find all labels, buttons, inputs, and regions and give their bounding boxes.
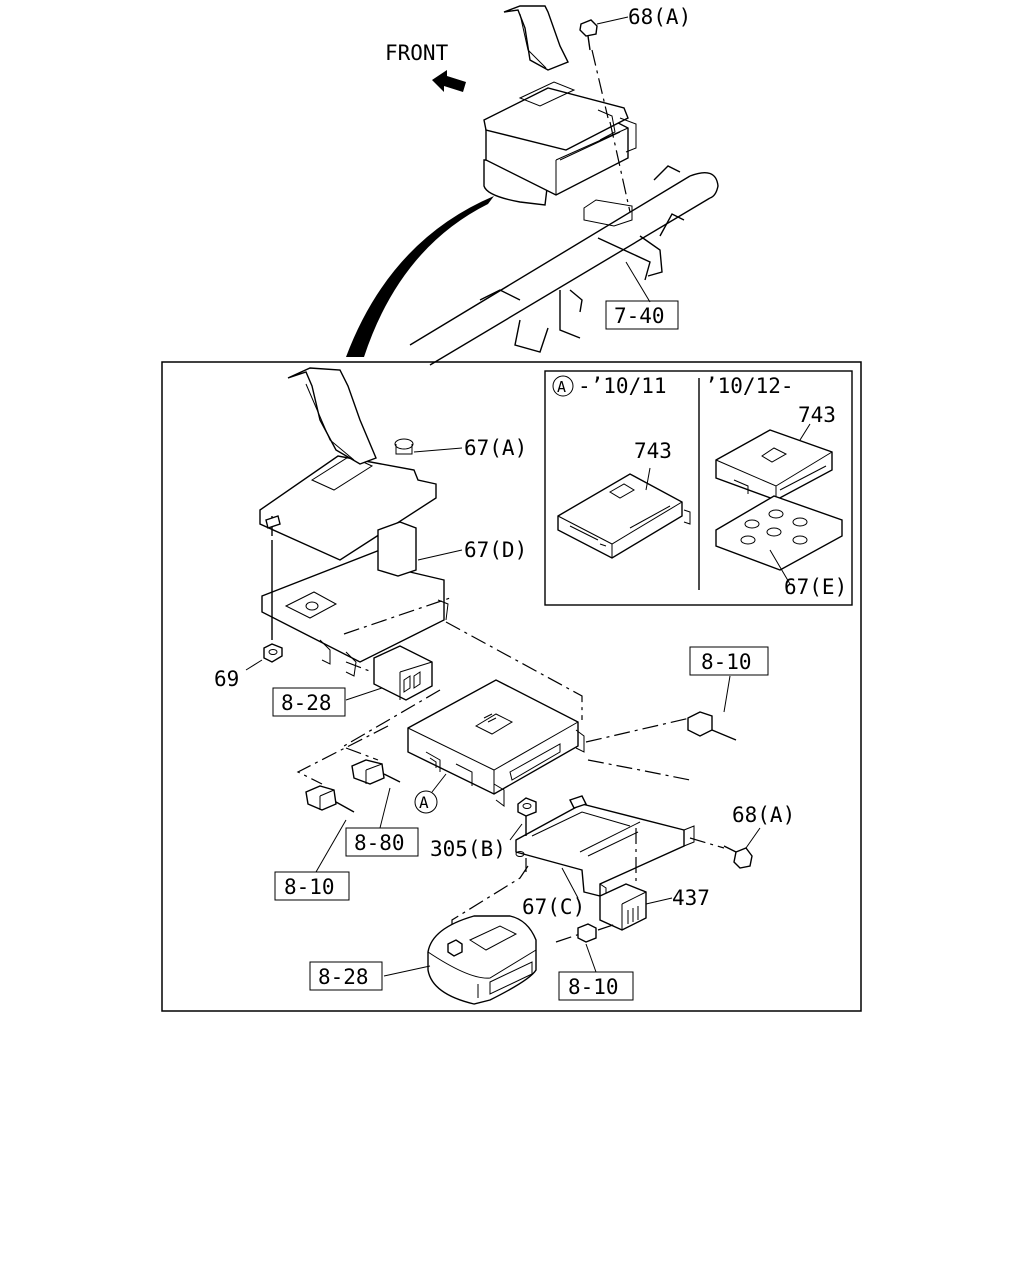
ref-7-40: 7-40 [605, 261, 679, 330]
ecu-variant-late: 743 [715, 403, 836, 501]
ref-8-10-right: 8-10 [701, 650, 752, 674]
harness-line-b [445, 621, 583, 720]
front-direction-indicator: FRONT [385, 41, 466, 92]
callout-67e: 67(E) [784, 575, 847, 599]
callout-68a-top: 68(A) [628, 5, 691, 29]
inset-marker: A [557, 378, 566, 396]
ecu-variant-early: 743 [557, 439, 691, 559]
callout-67c: 67(C) [522, 895, 585, 919]
harness-line-c [343, 689, 441, 747]
ref-8-10-bottom: 8-10 [568, 975, 619, 999]
harness-line-e [296, 725, 389, 785]
bolt-68a-right: 68(A) [689, 803, 795, 869]
bracket-67c: 67(C) [515, 795, 695, 919]
harness-line-d [345, 747, 379, 761]
bracket-67d: 67(D) [261, 521, 527, 677]
ecu-on-vehicle [483, 5, 637, 227]
detail-arrow-icon [346, 196, 494, 357]
cross-car-beam [409, 165, 719, 366]
callout-69: 69 [214, 667, 239, 691]
connector-mid: 8-80 [345, 759, 419, 857]
connector-bottom: 8-10 [555, 923, 634, 1001]
front-label: FRONT [385, 41, 449, 65]
bracket-67e: 67(E) [715, 495, 847, 599]
bracket-67a: 67(A) [259, 367, 527, 561]
variant-inset: A -’10/11 ’10/12- 743 743 [544, 370, 853, 606]
detail-frame [161, 361, 862, 1012]
ref-8-28-upper: 8-28 [281, 691, 332, 715]
callout-67d: 67(D) [464, 538, 527, 562]
inset-left-period: -’10/11 [578, 374, 667, 398]
ref-8-80: 8-80 [354, 831, 405, 855]
callout-67a: 67(A) [464, 436, 527, 460]
harness-line-a [343, 597, 451, 635]
ecu-main: A [407, 679, 585, 814]
ref-8-28-lower: 8-28 [318, 965, 369, 989]
relay-437: 437 [525, 828, 710, 931]
ref-8-10-left: 8-10 [284, 875, 335, 899]
nut-305b: 305(B) [430, 797, 537, 861]
callout-743-late: 743 [798, 403, 836, 427]
connector-upper: 8-28 [272, 645, 433, 717]
module-lower: 8-28 [309, 865, 537, 1005]
callout-305b: 305(B) [430, 837, 506, 861]
harness-line-f [587, 759, 691, 781]
nut-69: 69 [214, 540, 283, 691]
marker-a: A [419, 793, 429, 812]
callout-68a-right: 68(A) [732, 803, 795, 827]
connector-right: 8-10 [687, 646, 769, 741]
inset-right-period: ’10/12- [705, 374, 794, 398]
ref-7-40-label: 7-40 [614, 304, 665, 328]
bolt-68a-top: 68(A) [579, 5, 691, 213]
callout-743-early: 743 [634, 439, 672, 463]
front-arrow-icon [432, 70, 466, 92]
callout-437: 437 [672, 886, 710, 910]
connector-left: 8-10 [274, 785, 355, 901]
harness-line-g [585, 717, 691, 743]
